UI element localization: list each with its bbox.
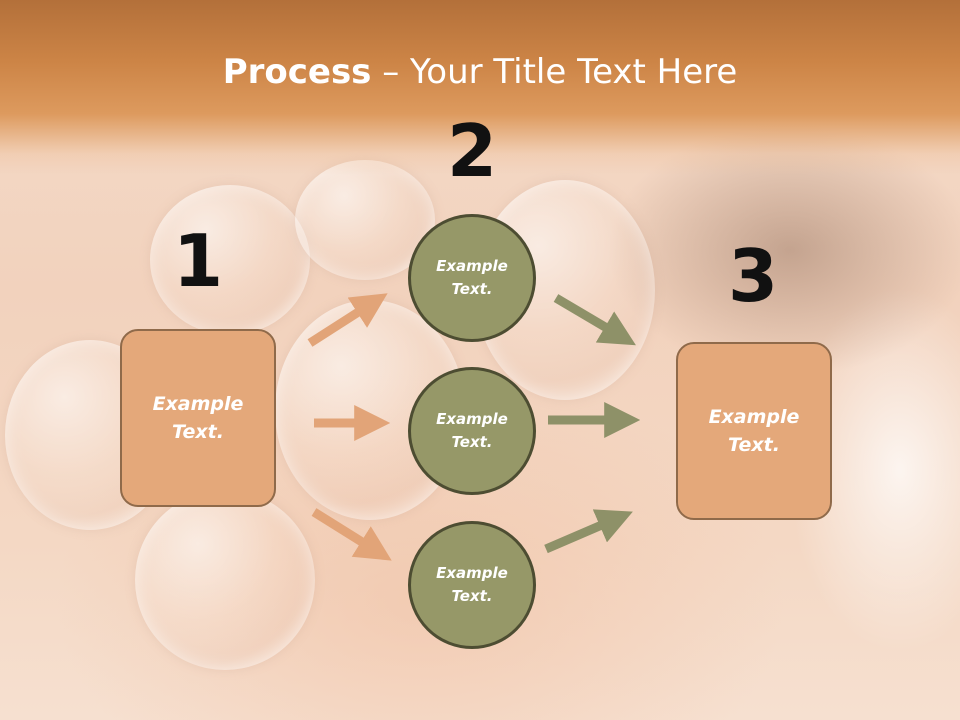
circle-middle-text-line1: Example — [436, 409, 508, 428]
title-band — [0, 0, 960, 175]
step-2-circle-top: Example Text. — [408, 214, 536, 342]
circle-middle-text-line2: Text. — [451, 433, 493, 451]
step-number-1: 1 — [172, 219, 224, 303]
arrow-from-bottom-circle — [544, 509, 633, 554]
circle-top-text-line1: Example — [436, 256, 508, 275]
arrow-from-top-circle — [553, 294, 636, 346]
step-1-box: Example Text. — [120, 329, 276, 507]
title-rest: – Your Title Text Here — [371, 52, 738, 92]
slide-title: Process – Your Title Text Here — [0, 52, 960, 92]
circle-bottom-text-line1: Example — [436, 563, 508, 582]
circle-bottom-text-line2: Text. — [451, 587, 493, 605]
glass-cup — [135, 490, 315, 670]
step-number-2: 2 — [446, 109, 498, 193]
title-bold: Process — [222, 52, 372, 92]
arrow-to-bottom-circle — [311, 508, 392, 561]
circle-top-text-line2: Text. — [451, 280, 493, 298]
step-3-box: Example Text. — [676, 342, 832, 520]
step-2-circle-bottom: Example Text. — [408, 521, 536, 649]
arrow-to-top-circle — [307, 293, 388, 347]
step-2-circle-middle: Example Text. — [408, 367, 536, 495]
glass-cup — [150, 185, 310, 335]
step-1-text-line1: Example — [152, 392, 244, 415]
step-3-text-line1: Example — [708, 405, 800, 428]
step-1-text-line2: Text. — [172, 421, 224, 443]
step-3-text-line2: Text. — [728, 434, 780, 456]
step-number-3: 3 — [727, 234, 779, 318]
